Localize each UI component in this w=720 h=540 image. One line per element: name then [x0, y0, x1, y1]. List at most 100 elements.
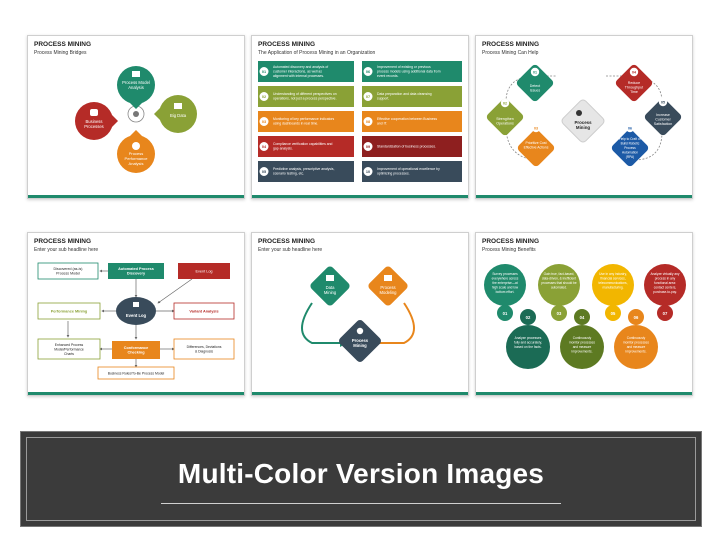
label-bottom-line3: Analysis — [129, 161, 144, 166]
people-icon — [90, 109, 98, 116]
svg-text:Mining: Mining — [353, 343, 367, 348]
application-list: 01 Automated discovery and analysis of c… — [258, 61, 462, 182]
label-top-line2: Analysis — [128, 85, 144, 90]
svg-text:04: 04 — [632, 71, 636, 75]
svg-text:Survey processes: Survey processes — [492, 272, 518, 276]
svg-text:Prioritize Cost: Prioritize Cost — [525, 141, 546, 145]
svg-text:05: 05 — [262, 170, 266, 174]
svg-text:Detect: Detect — [530, 84, 540, 88]
benefit-05: 05 Use in any industry, financial servic… — [592, 264, 634, 321]
svg-text:automated.: automated. — [551, 286, 567, 290]
list-item-09: 09 Standardization of business processes… — [362, 136, 462, 157]
svg-text:Performance Mining: Performance Mining — [51, 310, 88, 314]
slide-subtitle: Enter your sub headline here — [258, 247, 323, 253]
svg-text:Satisfaction: Satisfaction — [654, 122, 673, 126]
svg-text:01: 01 — [262, 70, 266, 74]
slide-bottom-bar — [476, 392, 692, 395]
svg-text:Increase: Increase — [656, 113, 670, 117]
svg-text:customer interactions, as well: customer interactions, as well as — [273, 70, 322, 74]
list-item-05: 05 Predictive analysis, prescriptive ana… — [258, 161, 354, 182]
svg-text:improvements.: improvements. — [626, 350, 647, 354]
svg-text:and measure: and measure — [627, 345, 646, 349]
svg-text:Mining: Mining — [324, 290, 337, 295]
svg-text:04: 04 — [580, 315, 585, 320]
help-item-06: 06 Help to Craft or Build Robotic Proces… — [611, 123, 649, 167]
svg-text:using dashboards in real time.: using dashboards in real time. — [273, 122, 318, 126]
svg-text:02: 02 — [262, 95, 266, 99]
benefit-07: 07 Analyze virtually any process in any … — [644, 264, 686, 321]
label-left-line1: Business — [86, 119, 103, 124]
svg-text:Understanding of different per: Understanding of different perspectives … — [273, 92, 337, 96]
svg-text:Operations: Operations — [496, 122, 514, 126]
slide-title: PROCESS MINING — [34, 41, 92, 48]
svg-text:Event Log: Event Log — [195, 270, 212, 274]
svg-text:06: 06 — [634, 315, 639, 320]
svg-text:Improvement of existing or pre: Improvement of existing or previous — [377, 65, 431, 69]
box-automated — [108, 263, 164, 279]
svg-text:process models using additiona: process models using additional data fro… — [377, 70, 441, 74]
svg-text:everywhere across: everywhere across — [492, 277, 519, 281]
slide-bottom-bar — [252, 392, 468, 395]
svg-text:alignment with internal proces: alignment with internal processes. — [273, 74, 324, 78]
help-item-02: 02 Strengthen Operations — [486, 98, 524, 136]
svg-text:contact centers,: contact centers, — [654, 286, 677, 290]
svg-text:04: 04 — [262, 145, 267, 149]
slide-title: PROCESS MINING — [482, 238, 540, 245]
slide-thumbnail-1[interactable]: PROCESS MINING Process Mining Bridges Pr… — [27, 35, 245, 199]
svg-text:Build Robotic: Build Robotic — [621, 142, 640, 146]
svg-text:Variant Analysis: Variant Analysis — [189, 310, 218, 314]
svg-text:Issues: Issues — [530, 89, 541, 93]
slide-subtitle: Process Mining Benefits — [482, 247, 536, 253]
svg-text:Reduce: Reduce — [628, 81, 640, 85]
svg-text:processes that should be: processes that should be — [541, 281, 577, 285]
bridge-circle-left — [75, 102, 113, 140]
svg-text:07: 07 — [366, 95, 370, 99]
svg-text:monitor processes: monitor processes — [569, 341, 595, 345]
svg-text:Data preparation and data clea: Data preparation and data cleansing — [377, 92, 432, 96]
svg-text:07: 07 — [663, 311, 668, 316]
svg-text:05: 05 — [611, 311, 616, 316]
svg-text:Discovery: Discovery — [127, 272, 146, 276]
slide-thumbnail-5[interactable]: PROCESS MINING Enter your sub headline h… — [251, 232, 469, 396]
svg-text:Event Log: Event Log — [126, 313, 147, 318]
svg-text:Analyze virtually any: Analyze virtually any — [650, 272, 679, 276]
banner-underline — [161, 503, 561, 504]
svg-text:optimizing processes.: optimizing processes. — [377, 172, 410, 176]
svg-text:process in any: process in any — [655, 277, 676, 281]
help-item-04: 04 Reduce Throughput Time — [615, 64, 653, 102]
bridge-circle-top — [117, 66, 155, 104]
slide-thumbnail-2[interactable]: PROCESS MINING The Application of Proces… — [251, 35, 469, 199]
svg-text:Differences, Deviations: Differences, Deviations — [187, 345, 222, 349]
slide-bottom-bar — [476, 195, 692, 198]
box-conformance — [112, 341, 160, 359]
svg-text:functional area:: functional area: — [654, 281, 676, 285]
svg-text:Automated discovery and analys: Automated discovery and analysis of — [273, 65, 328, 69]
slide-thumbnail-4[interactable]: PROCESS MINING Enter your sub headline h… — [27, 232, 245, 396]
box-discovered — [37, 262, 99, 280]
label-left-line2: Processes — [84, 124, 104, 129]
list-item-04: 04 Compliance verification capabilities … — [258, 136, 354, 157]
svg-text:Process: Process — [352, 338, 369, 343]
slide-thumbnail-6[interactable]: PROCESS MINING Process Mining Benefits 0… — [475, 232, 693, 396]
svg-text:Discovered (as-is): Discovered (as-is) — [54, 267, 83, 271]
box-performance — [37, 302, 101, 320]
slide-subtitle: Process Mining Bridges — [34, 50, 87, 56]
slide-thumbnail-3[interactable]: PROCESS MINING Process Mining Can Help P… — [475, 35, 693, 199]
svg-text:Continuously: Continuously — [573, 336, 592, 340]
svg-text:02: 02 — [526, 315, 531, 320]
svg-text:03: 03 — [534, 127, 538, 131]
svg-text:Analyze processes: Analyze processes — [515, 336, 542, 340]
list-item-03: 03 Monitoring of key performance indicat… — [258, 111, 354, 132]
gear-icon — [356, 327, 364, 335]
slide-title: PROCESS MINING — [482, 41, 540, 48]
svg-text:Automation: Automation — [622, 151, 638, 155]
benefit-06: 06 Continuously monitor processes and me… — [614, 309, 658, 369]
list-item-02: 02 Understanding of different perspectiv… — [258, 86, 354, 107]
svg-text:Predictive analysis, prescript: Predictive analysis, prescriptive analys… — [273, 167, 334, 171]
model-icon — [132, 71, 140, 77]
center-event-log — [116, 297, 156, 325]
log-icon — [133, 302, 139, 307]
svg-text:gap analysis.: gap analysis. — [273, 147, 293, 151]
diamond-data-mining — [310, 266, 350, 306]
svg-text:Throughput: Throughput — [625, 86, 643, 90]
